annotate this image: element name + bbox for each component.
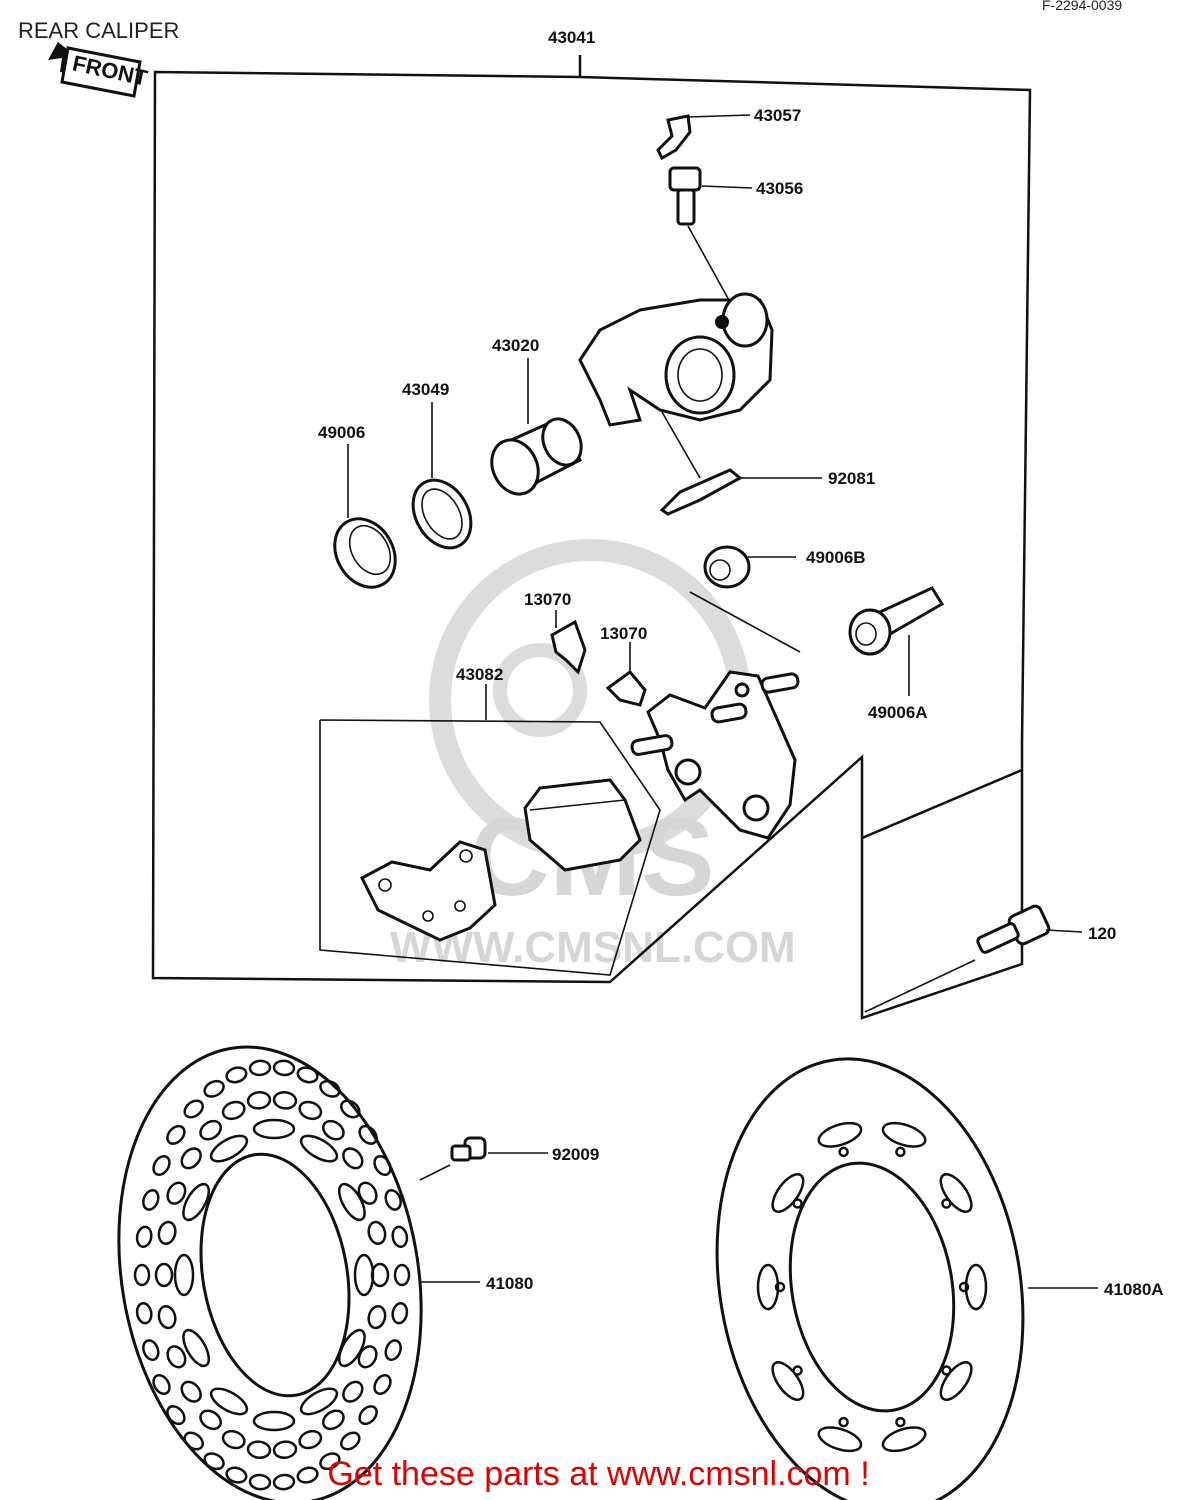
front-arrow: FRONT [48, 42, 150, 98]
pad-clip-part-2 [605, 669, 647, 707]
dust-seal-part [333, 517, 397, 589]
leader-lines [347, 114, 1098, 1289]
label-41080a: 41080A [1104, 1280, 1164, 1299]
bleeder-cap-part [656, 114, 692, 161]
label-43049: 43049 [402, 380, 449, 399]
reference-code: F-2294-0039 [1042, 0, 1122, 13]
brake-pad-part [523, 778, 642, 872]
pad-shim-part [360, 840, 497, 942]
caliper-bracket-part [630, 670, 800, 840]
label-43082: 43082 [456, 665, 503, 684]
label-49006a: 49006A [868, 703, 928, 722]
brake-disc-alt-part [715, 1057, 1025, 1500]
label-13070-a: 13070 [524, 590, 571, 609]
label-13070-b: 13070 [600, 624, 647, 643]
bleeder-valve-part [668, 166, 731, 303]
mounting-bolt-part [864, 904, 1051, 1013]
part-labels: 43041 43057 43056 43020 43049 49006 9208… [318, 28, 1164, 1299]
disc-screw-part [419, 1136, 487, 1181]
label-41080: 41080 [486, 1274, 533, 1293]
assembly-outline-step [861, 768, 1023, 840]
caliper-body-part [578, 292, 774, 427]
brake-disc-part [117, 1045, 423, 1500]
promo-footer-text[interactable]: Get these parts at www.cmsnl.com ! [327, 1455, 870, 1493]
label-43020: 43020 [492, 336, 539, 355]
piston-part [490, 417, 583, 496]
label-43057: 43057 [754, 106, 801, 125]
label-43056: 43056 [756, 179, 803, 198]
pad-set-outline [319, 719, 661, 976]
label-43041: 43041 [548, 28, 595, 47]
piston-seal-part [411, 478, 473, 550]
label-120: 120 [1088, 924, 1116, 943]
boot-b-part [689, 545, 801, 653]
label-49006: 49006 [318, 423, 365, 442]
boot-a-part [848, 586, 945, 656]
caliper-assembly-outline [151, 55, 1032, 1020]
label-92009: 92009 [552, 1145, 599, 1164]
pad-spring-part [659, 411, 743, 516]
diagram-title: REAR CALIPER [18, 18, 179, 43]
pad-clip-part-1 [550, 619, 587, 675]
label-49006b: 49006B [806, 548, 866, 567]
label-92081: 92081 [828, 469, 875, 488]
